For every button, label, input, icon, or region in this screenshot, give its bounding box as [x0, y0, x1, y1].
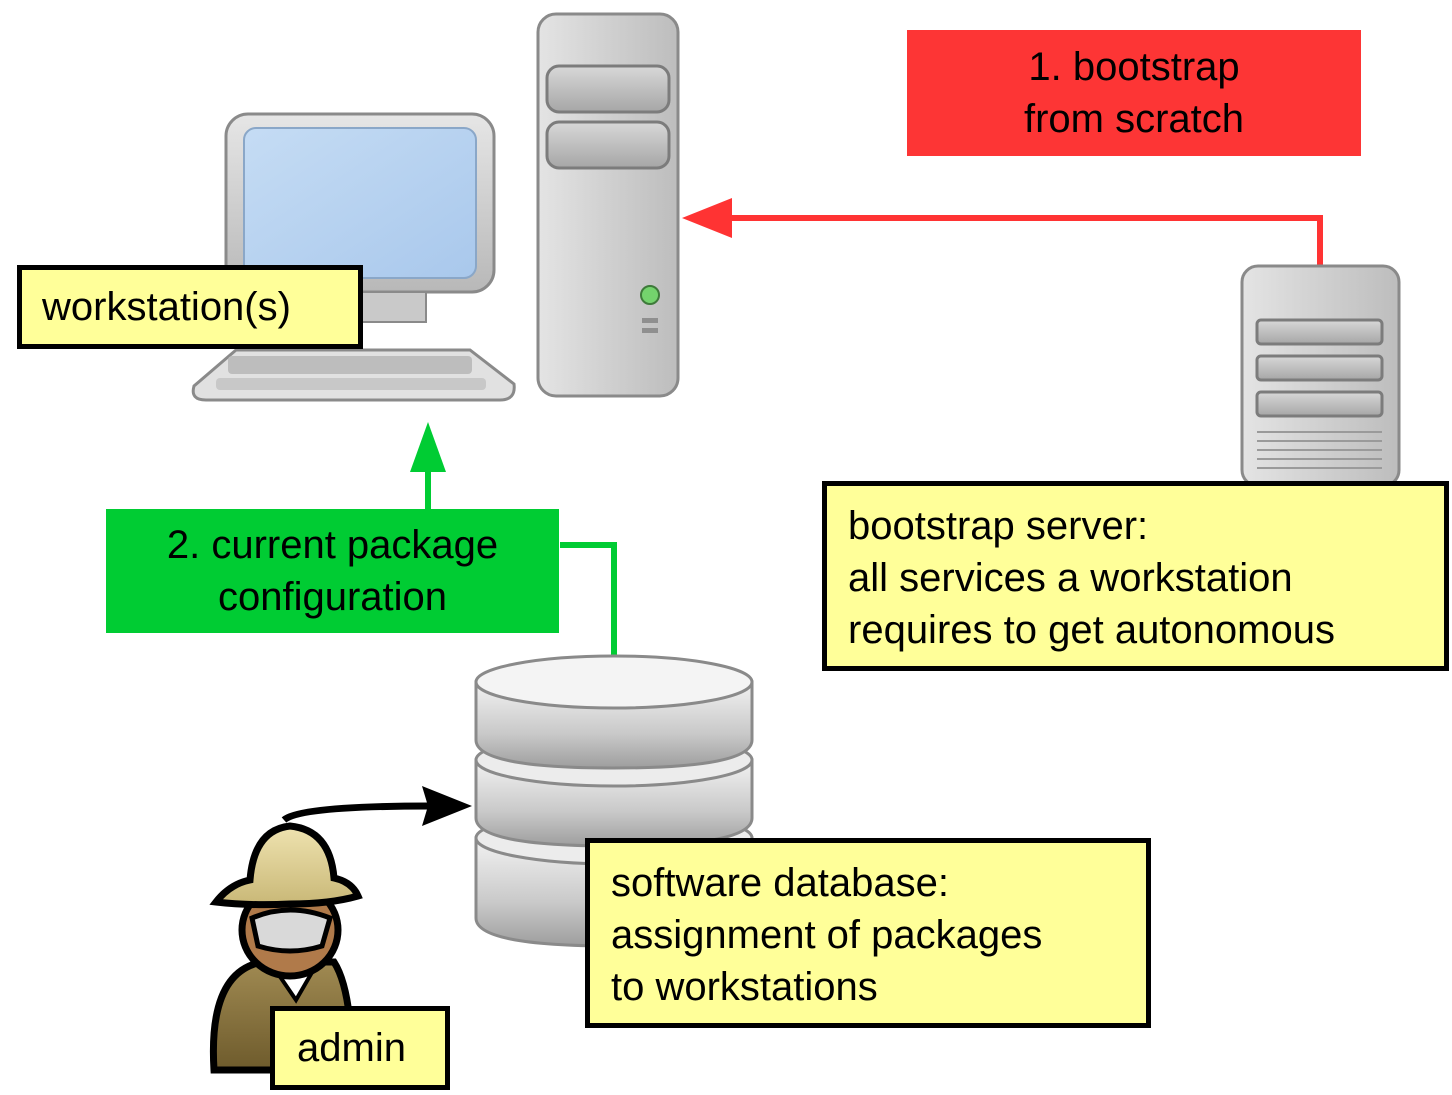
software-database-label-line-2: assignment of packages	[611, 913, 1043, 957]
bootstrap-server-label-line-1: bootstrap server:	[848, 504, 1149, 548]
step1-label-line-2: from scratch	[1023, 97, 1245, 141]
admin-label-text: admin	[297, 1026, 406, 1070]
step2-label-line-1: 2. current package	[166, 523, 499, 567]
bootstrap-arrow	[682, 198, 1323, 270]
package-config-arrow	[410, 422, 617, 662]
step1-bootstrap-label: 1. bootstrap from scratch	[907, 30, 1361, 156]
bootstrap-server-label: bootstrap server: all services a worksta…	[822, 481, 1449, 671]
workstation-label-text: workstation(s)	[42, 285, 291, 329]
step2-package-config-label: 2. current package configuration	[106, 509, 559, 633]
bootstrap-server-label-line-3: requires to get autonomous	[848, 608, 1335, 652]
software-database-label-line-1: software database:	[611, 861, 949, 905]
workstation-tower-icon	[536, 12, 680, 398]
step1-label-line-1: 1. bootstrap	[1028, 45, 1240, 89]
workstation-monitor-icon	[191, 112, 516, 402]
admin-label: admin	[270, 1006, 450, 1090]
bootstrap-server-label-line-2: all services a workstation	[848, 556, 1293, 600]
software-database-label-line-3: to workstations	[611, 965, 878, 1009]
software-database-label: software database: assignment of package…	[585, 838, 1151, 1028]
admin-to-database-arrow	[281, 786, 472, 826]
workstation-label: workstation(s)	[17, 265, 363, 349]
bootstrap-server-icon	[1240, 264, 1401, 488]
step2-label-line-2: configuration	[217, 575, 448, 619]
